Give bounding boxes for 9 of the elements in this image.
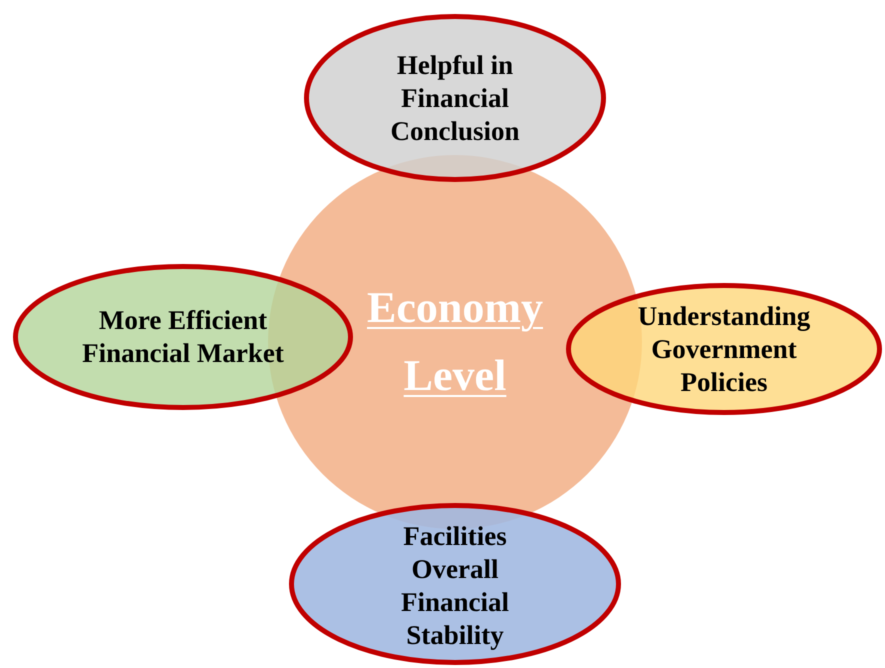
ellipse-node: [566, 283, 882, 415]
node-label: Facilities Overall Financial Stability: [400, 520, 510, 652]
node-label: More Efficient Financial Market: [81, 304, 285, 370]
node-label: Economy Level: [366, 282, 544, 402]
node-label: Helpful in Financial Conclusion: [389, 48, 521, 148]
ellipse-node: [304, 14, 606, 182]
ellipse-node: [13, 264, 353, 410]
node-label: Understanding Government Policies: [636, 300, 812, 398]
ellipse-node: [289, 503, 621, 665]
